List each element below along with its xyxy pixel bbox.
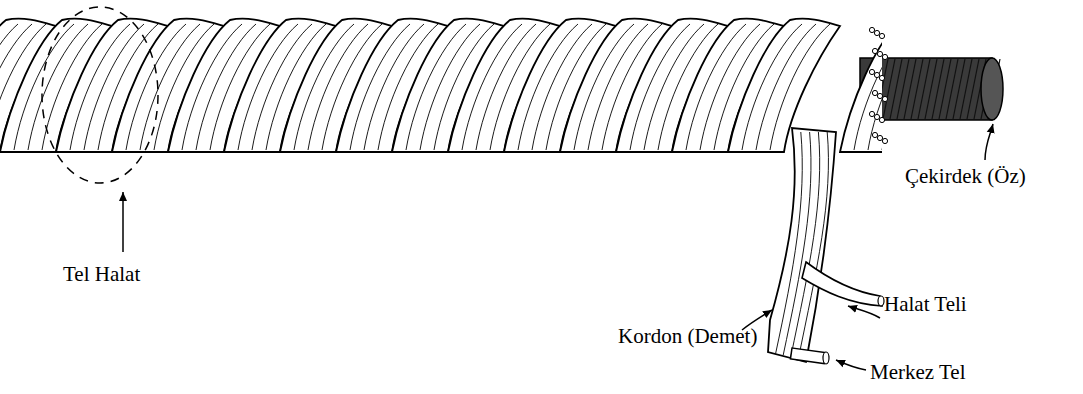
leader-line xyxy=(848,306,880,318)
wire-end xyxy=(879,33,884,38)
wire-end xyxy=(869,69,874,74)
core-hatch xyxy=(953,59,965,119)
wire-end xyxy=(877,135,882,140)
core-hatch xyxy=(939,59,951,119)
wire-end xyxy=(874,30,879,35)
wire-end xyxy=(882,96,887,101)
leader-line xyxy=(836,360,866,370)
part-label: Kordon (Demet) xyxy=(618,324,757,349)
wire-end xyxy=(872,48,877,53)
wire-end xyxy=(869,27,874,32)
core-hatch xyxy=(967,59,979,119)
core-hatch xyxy=(960,59,972,119)
strand-wire-line xyxy=(868,24,882,150)
core-hatch xyxy=(918,59,930,119)
core-hatch xyxy=(897,59,909,119)
wire-end xyxy=(882,54,887,59)
strand-wire-line xyxy=(854,24,882,150)
rope-wire xyxy=(802,262,882,306)
strand-ends xyxy=(869,27,887,143)
section-outline xyxy=(42,7,158,183)
part-label: Çekirdek (Öz) xyxy=(905,164,1026,189)
core-hatch xyxy=(932,59,944,119)
core-hatch xyxy=(904,59,916,119)
wire-end xyxy=(874,114,879,119)
leader-line xyxy=(985,124,993,160)
part-label: Halat Teli xyxy=(884,292,967,317)
strand-outline xyxy=(840,19,882,152)
core-hatch xyxy=(946,59,958,119)
core-hatch xyxy=(911,59,923,119)
part-label: Tel Halat xyxy=(63,262,140,287)
strand-wire-line xyxy=(783,132,811,355)
rope-strand xyxy=(840,19,882,152)
leader-line xyxy=(122,192,124,252)
core-hatch xyxy=(890,59,902,119)
wire-end xyxy=(879,75,884,80)
center-wire xyxy=(790,348,825,364)
wire-end xyxy=(874,72,879,77)
wire-end xyxy=(877,51,882,56)
wire-end xyxy=(877,93,882,98)
core-hatch xyxy=(883,59,895,119)
strand-wire-line xyxy=(798,132,828,358)
wire-end xyxy=(869,111,874,116)
part-label: Merkez Tel xyxy=(870,360,966,385)
wire-end xyxy=(872,132,877,137)
unwound-strand xyxy=(768,128,884,364)
wire-end xyxy=(872,90,877,95)
wire-end xyxy=(882,138,887,143)
core-hatch xyxy=(925,59,937,119)
wire-end xyxy=(879,117,884,122)
